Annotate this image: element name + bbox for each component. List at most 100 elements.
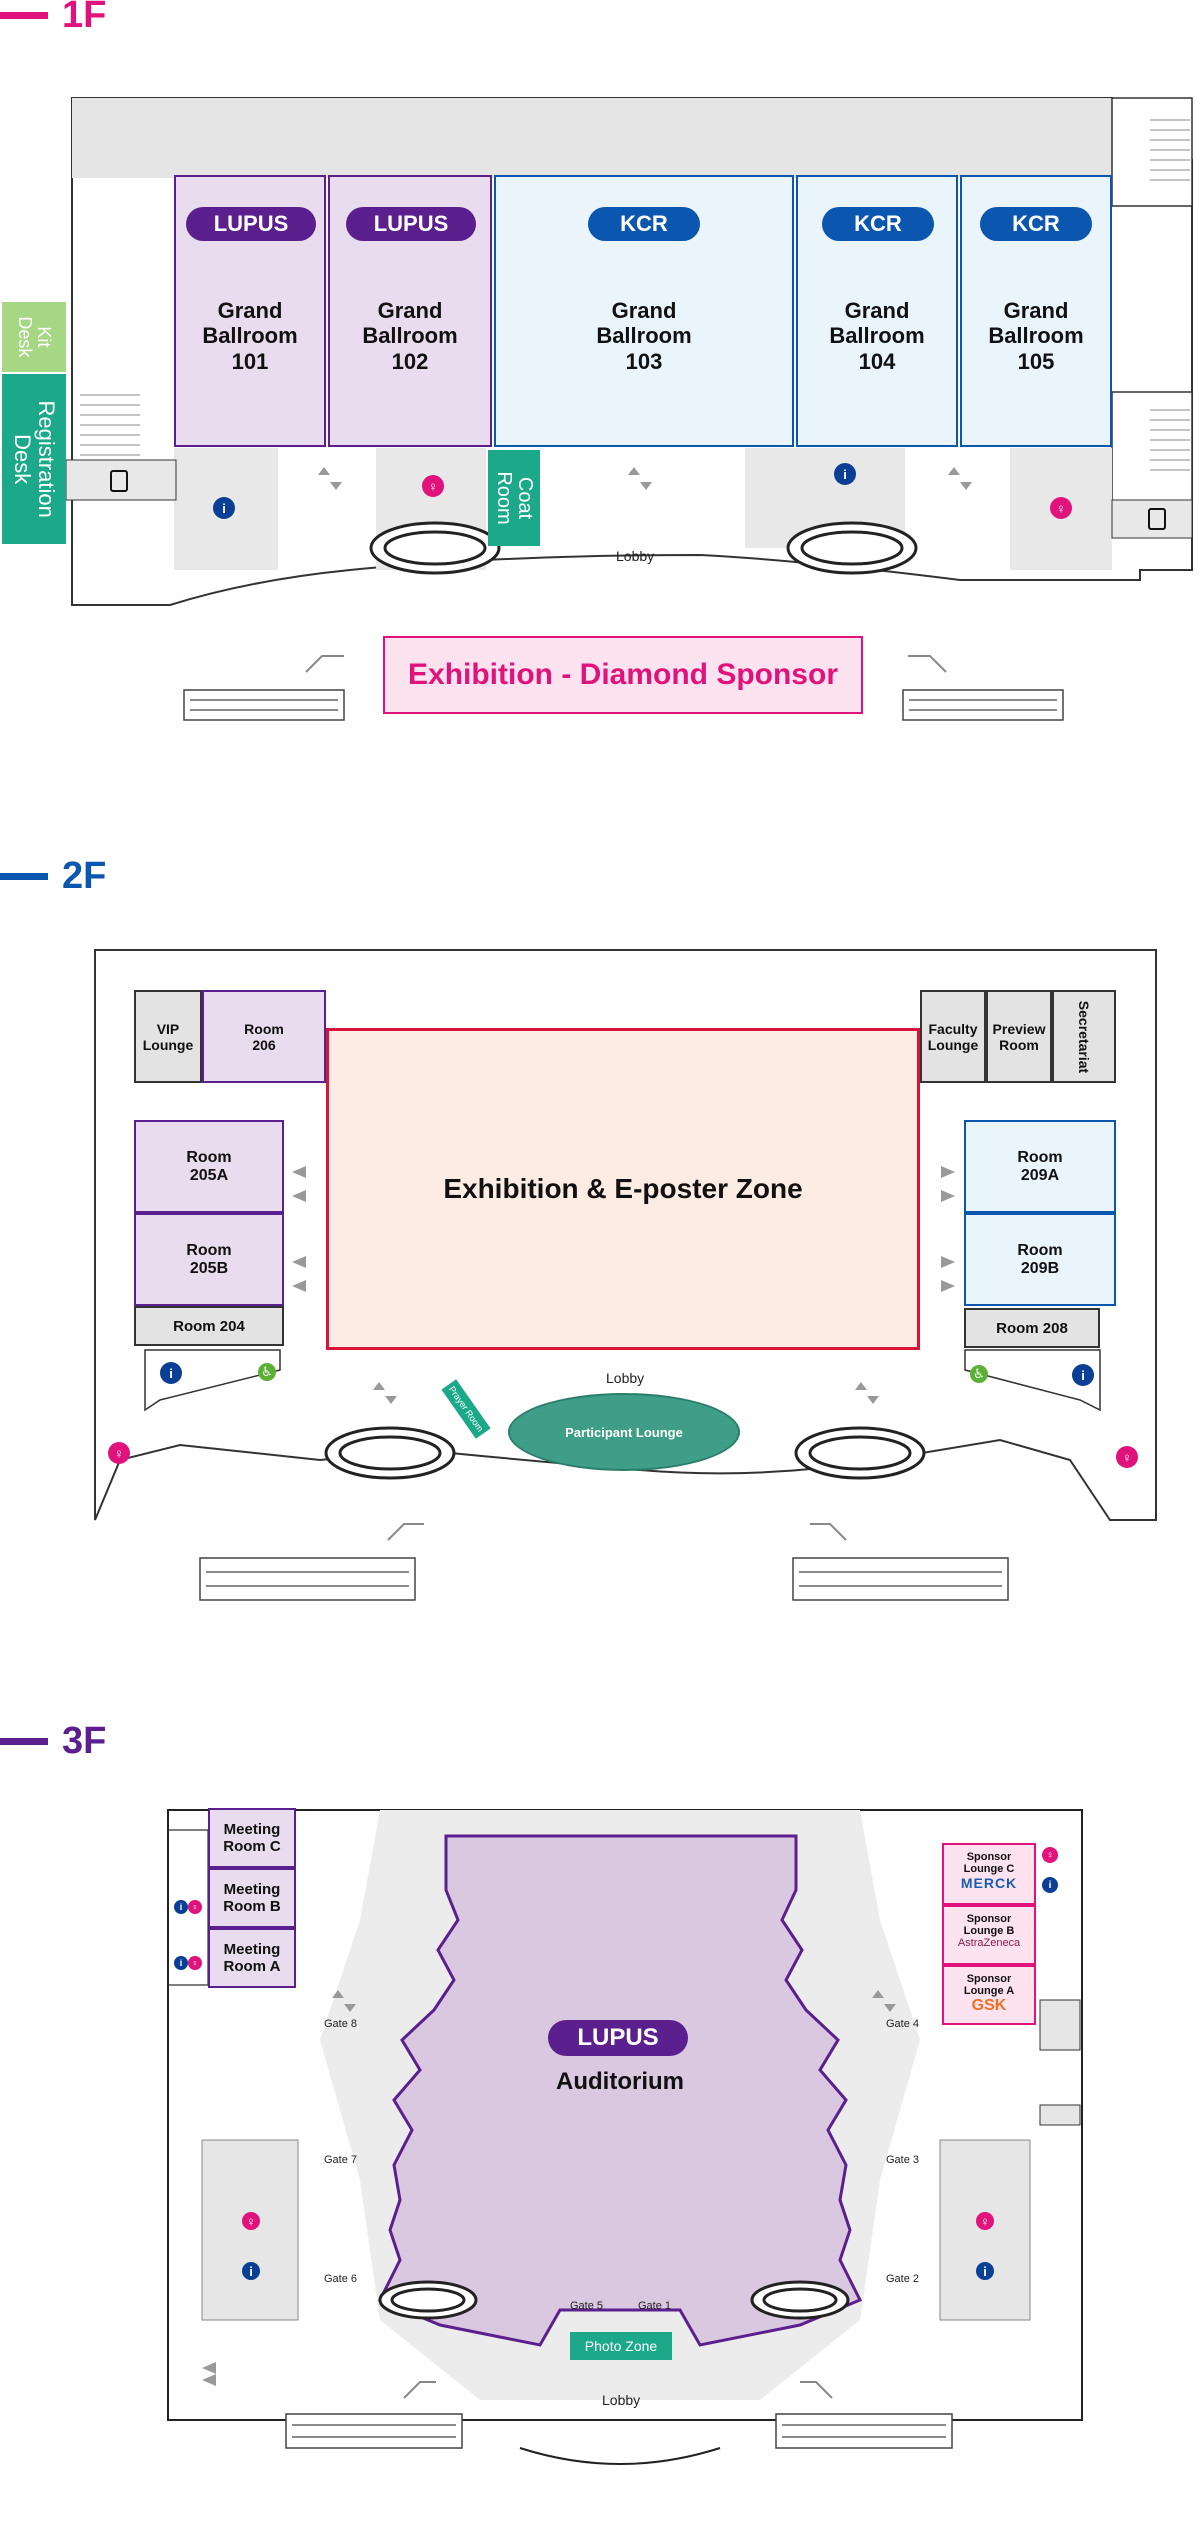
restroom-icon: ♀	[1042, 1847, 1058, 1863]
gate-6-label: Gate 6	[324, 2273, 358, 2285]
merck-logo: MERCK	[960, 1875, 1018, 1891]
sponsor-lounge-c-label: Sponsor Lounge C	[963, 1851, 1015, 1875]
kcr-tag: KCR	[822, 207, 934, 241]
grand-ballroom-101[interactable]: LUPUS Grand Ballroom 101	[174, 175, 326, 447]
floor-color-bar	[0, 12, 48, 19]
restroom-icon: ♀	[108, 1442, 130, 1464]
faculty-lounge[interactable]: Faculty Lounge	[920, 990, 986, 1083]
info-icon: i	[174, 1956, 188, 1970]
meeting-room-a-label: Meeting Room A	[223, 1941, 281, 1975]
info-icon: i	[242, 2262, 260, 2280]
restroom-icon: ♀	[188, 1956, 202, 1970]
info-icon: i	[174, 1900, 188, 1914]
room-name: Grand Ballroom 104	[829, 298, 925, 374]
photo-zone[interactable]: Photo Zone	[570, 2332, 672, 2360]
sponsor-lounge-a-label: Sponsor Lounge A	[963, 1973, 1015, 1997]
meeting-room-c[interactable]: Meeting Room C	[208, 1808, 296, 1868]
info-icon: i	[1042, 1877, 1058, 1893]
room-204-label: Room 204	[173, 1317, 245, 1335]
participant-lounge[interactable]: Participant Lounge	[508, 1393, 740, 1471]
kcr-tag: KCR	[980, 207, 1092, 241]
sponsor-lounge-c[interactable]: Sponsor Lounge C MERCK	[942, 1843, 1036, 1905]
participant-lounge-label: Participant Lounge	[565, 1424, 683, 1440]
auditorium-label: Auditorium	[556, 2068, 684, 2095]
exhibition-eposter-label: Exhibition & E-poster Zone	[443, 1173, 803, 1204]
meeting-room-b[interactable]: Meeting Room B	[208, 1868, 296, 1928]
room-209a-label: Room 209A	[1017, 1148, 1063, 1184]
room-209b-label: Room 209B	[1017, 1241, 1063, 1277]
room-205b[interactable]: Room 205B	[134, 1213, 284, 1306]
room-209a[interactable]: Room 209A	[964, 1120, 1116, 1213]
room-name: Grand Ballroom 102	[362, 298, 458, 374]
restroom-icon: ♀	[1050, 497, 1072, 519]
info-icon: i	[834, 463, 856, 485]
sponsor-lounge-a[interactable]: Sponsor Lounge A GSK	[942, 1965, 1036, 2025]
floor-label-1f: 1F	[0, 0, 106, 37]
room-name: Grand Ballroom 101	[202, 298, 298, 374]
kcr-tag: KCR	[588, 207, 700, 241]
lupus-tag: LUPUS	[346, 207, 476, 241]
room-205a-label: Room 205A	[186, 1148, 232, 1184]
preview-room-label: Preview Room	[992, 1020, 1046, 1053]
floor-label-2f: 2F	[0, 855, 106, 898]
info-icon: i	[1072, 1364, 1094, 1386]
gate-4-label: Gate 4	[886, 2018, 920, 2030]
exhibition-eposter-zone[interactable]: Exhibition & E-poster Zone	[326, 1028, 920, 1350]
lobby-label: Lobby	[616, 548, 655, 564]
info-icon: i	[213, 497, 235, 519]
sponsor-lounge-b[interactable]: Sponsor Lounge B AstraZeneca	[942, 1905, 1036, 1965]
room-204[interactable]: Room 204	[134, 1306, 284, 1346]
room-205a[interactable]: Room 205A	[134, 1120, 284, 1213]
room-208[interactable]: Room 208	[964, 1308, 1100, 1348]
lobby-label: Lobby	[602, 2392, 641, 2408]
registration-desk[interactable]: Registration Desk	[2, 374, 66, 544]
floor-3f-outline	[167, 1809, 1083, 2465]
lobby-label: Lobby	[606, 1370, 645, 1386]
room-206-label: Room 206	[244, 1020, 284, 1053]
accessible-icon: ♿	[258, 1363, 276, 1381]
gate-1-label: Gate 1	[638, 2300, 672, 2312]
lupus-tag: LUPUS	[548, 2020, 688, 2056]
gate-7-label: Gate 7	[324, 2154, 358, 2166]
grand-ballroom-105[interactable]: KCR Grand Ballroom 105	[960, 175, 1112, 447]
restroom-icon: ♀	[422, 475, 444, 497]
auditorium-area[interactable]: LUPUS Auditorium	[540, 2020, 700, 2110]
gate-5-label: Gate 5	[570, 2300, 604, 2312]
kit-desk-label: Kit Desk	[15, 316, 54, 358]
restroom-icon: ♀	[1116, 1446, 1138, 1468]
grand-ballroom-104[interactable]: KCR Grand Ballroom 104	[796, 175, 958, 447]
vip-lounge[interactable]: VIP Lounge	[134, 990, 202, 1083]
grand-ballroom-103[interactable]: KCR Grand Ballroom 103	[494, 175, 794, 447]
grand-ballroom-102[interactable]: LUPUS Grand Ballroom 102	[328, 175, 492, 447]
vip-lounge-label: VIP Lounge	[142, 1020, 194, 1053]
exhibition-diamond-sponsor[interactable]: Exhibition - Diamond Sponsor	[383, 636, 863, 714]
room-208-label: Room 208	[996, 1319, 1068, 1337]
restroom-icon: ♀	[976, 2212, 994, 2230]
floor-title: 3F	[62, 1720, 107, 1762]
info-icon: i	[976, 2262, 994, 2280]
info-icon: i	[160, 1362, 182, 1384]
meeting-room-b-label: Meeting Room B	[223, 1881, 281, 1915]
elevator-icon	[110, 470, 128, 492]
lupus-tag: LUPUS	[186, 207, 316, 241]
exhibition-label: Exhibition - Diamond Sponsor	[408, 658, 838, 691]
room-206[interactable]: Room 206	[202, 990, 326, 1083]
photo-zone-label: Photo Zone	[584, 2338, 658, 2354]
room-209b[interactable]: Room 209B	[964, 1213, 1116, 1306]
floor-title: 2F	[62, 855, 107, 897]
floor-title: 1F	[62, 0, 107, 36]
floor-color-bar	[0, 1738, 48, 1745]
kit-desk[interactable]: Kit Desk	[2, 302, 66, 372]
floor-label-3f: 3F	[0, 1720, 106, 1763]
floor-color-bar	[0, 873, 48, 880]
coat-room-label: Coat Room	[493, 471, 536, 525]
gate-3-label: Gate 3	[886, 2154, 920, 2166]
preview-room[interactable]: Preview Room	[986, 990, 1052, 1083]
gsk-logo: GSK	[971, 1997, 1007, 2014]
registration-desk-label: Registration Desk	[10, 400, 60, 518]
secretariat[interactable]: Secretariat	[1052, 990, 1116, 1083]
room-205b-label: Room 205B	[186, 1241, 232, 1277]
coat-room[interactable]: Coat Room	[488, 450, 540, 546]
meeting-room-a[interactable]: Meeting Room A	[208, 1928, 296, 1988]
faculty-lounge-label: Faculty Lounge	[927, 1020, 979, 1053]
